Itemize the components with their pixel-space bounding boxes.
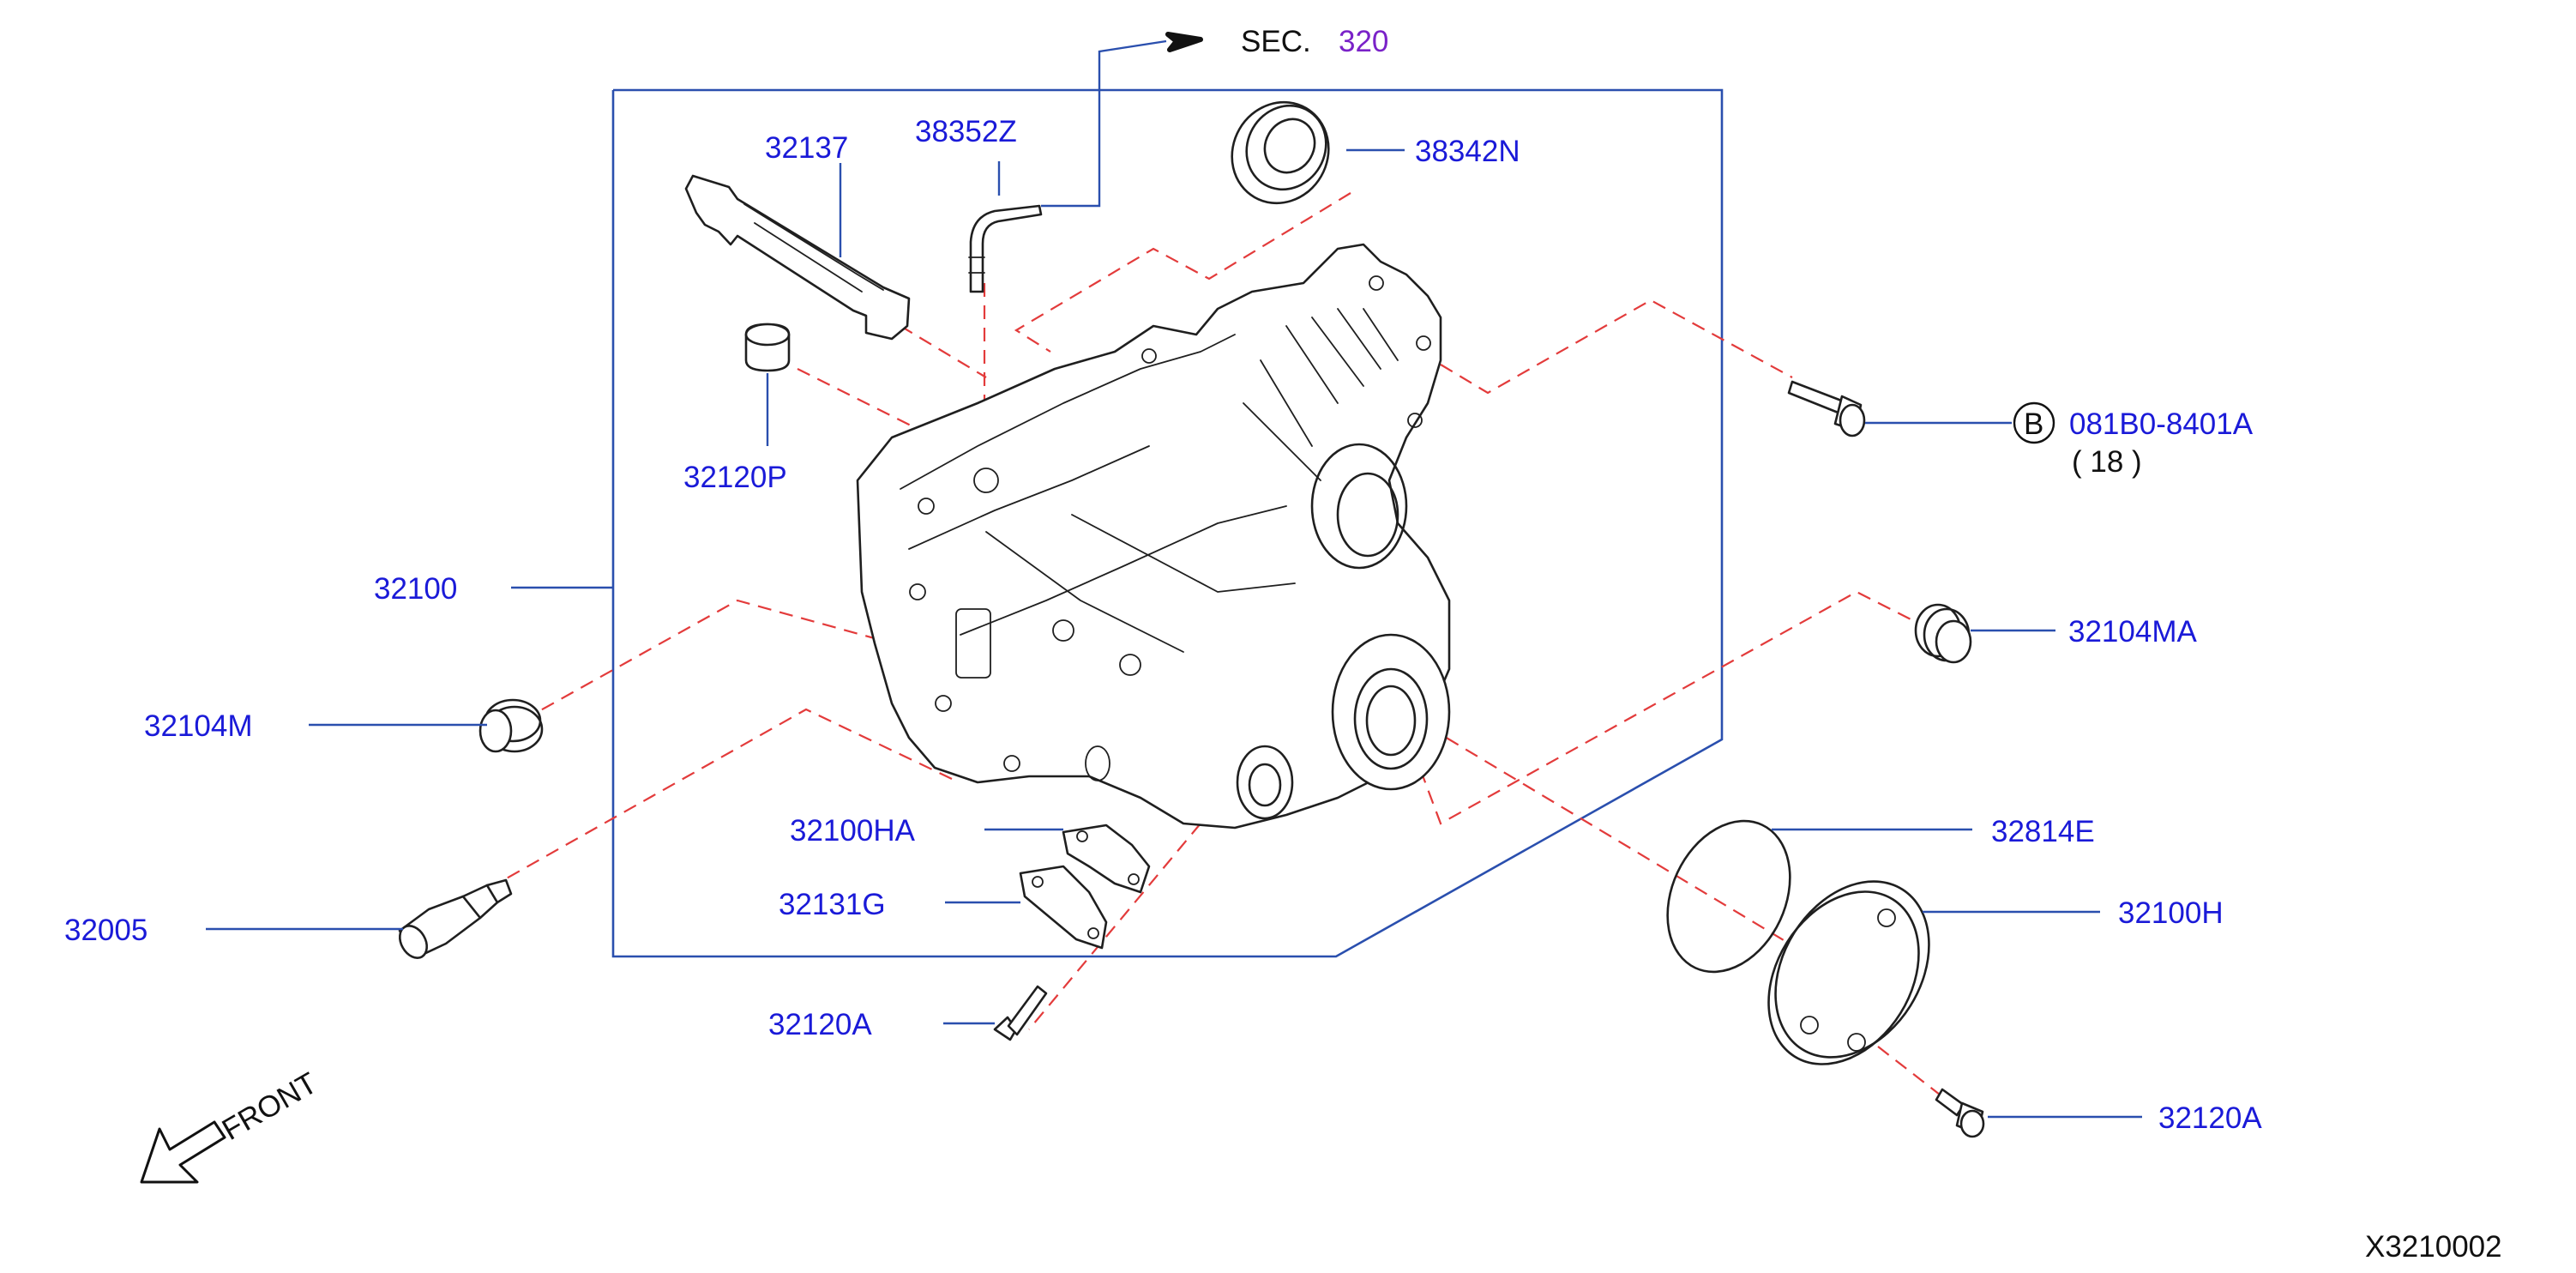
transfer-case-housing[interactable]	[856, 243, 1451, 830]
callout-32814e[interactable]: 32814E	[1991, 815, 2095, 848]
bolt-32120a-right[interactable]	[1935, 1088, 1985, 1138]
section-reference[interactable]: SEC. 320	[1041, 25, 1388, 208]
front-indicator: FRONT	[140, 1066, 323, 1184]
section-arrow-icon	[1165, 32, 1203, 52]
bolt-badge-icon	[2013, 401, 2055, 444]
callout-32100[interactable]: 32100	[374, 572, 457, 606]
callout-32120a-left[interactable]: 32120A	[768, 1008, 872, 1041]
front-label: FRONT	[217, 1066, 323, 1147]
section-prefix: SEC.	[1241, 25, 1311, 58]
callout-32104ma[interactable]: 32104MA	[2068, 615, 2197, 649]
callout-32131g[interactable]: 32131G	[779, 888, 886, 921]
callout-32100h[interactable]: 32100H	[2118, 896, 2224, 930]
section-number[interactable]: 320	[1339, 25, 1388, 58]
leader-lines	[206, 148, 2142, 1119]
plate-32131g[interactable]	[1019, 865, 1108, 950]
callout-32137[interactable]: 32137	[765, 131, 848, 165]
callout-38342n[interactable]: 38342N	[1415, 135, 1520, 168]
callout-38352z[interactable]: 38352Z	[915, 115, 1017, 148]
cover-32100h[interactable]	[1738, 853, 1961, 1092]
callout-32120a-right[interactable]: 32120A	[2158, 1101, 2262, 1135]
callout-32104m[interactable]: 32104M	[144, 709, 252, 743]
bracket-32137[interactable]	[684, 174, 911, 341]
assembly-frame	[611, 88, 1724, 958]
callout-32100ha[interactable]: 32100HA	[790, 814, 916, 848]
sensor-32005[interactable]	[394, 878, 513, 962]
callout-081b0-8401a[interactable]: 081B0-8401A	[2069, 407, 2254, 441]
bolt-081b0-8401a[interactable]	[1787, 380, 1866, 437]
front-arrow-icon	[140, 1120, 226, 1184]
bolt-32120a-left[interactable]	[993, 985, 1048, 1041]
callout-081b0-quantity: ( 18 )	[2072, 445, 2142, 479]
callout-32120p[interactable]: 32120P	[683, 461, 787, 494]
breather-tube-38352z[interactable]	[968, 204, 1043, 293]
o-ring-32814e[interactable]	[1644, 801, 1813, 992]
grommet-32104m[interactable]	[478, 698, 544, 753]
diagram-id: X3210002	[2365, 1230, 2502, 1264]
gasket-32100ha[interactable]	[1062, 824, 1151, 894]
bolt-badge-letter: B	[2024, 407, 2043, 441]
grommet-32104ma[interactable]	[1914, 603, 1972, 664]
callout-32005[interactable]: 32005	[64, 914, 147, 947]
plug-32120p[interactable]	[744, 323, 791, 372]
bolt-spec-081b0[interactable]: B 081B0-8401A ( 18 )	[2013, 401, 2254, 479]
oil-seal-38342n[interactable]	[1213, 85, 1346, 221]
